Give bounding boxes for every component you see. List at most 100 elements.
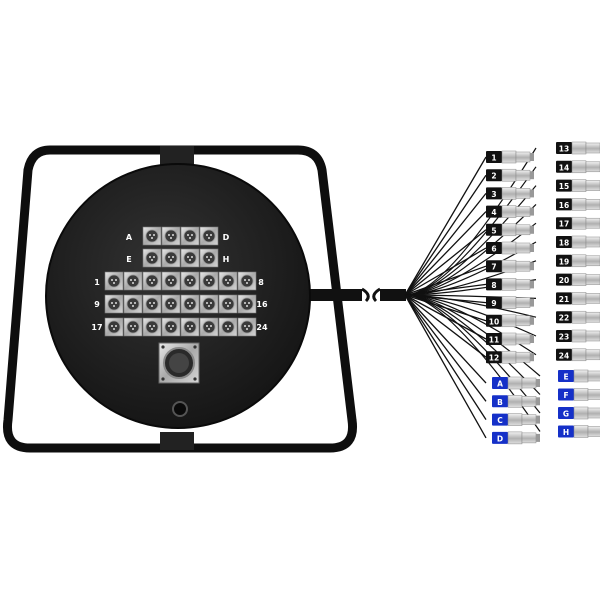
plug-label: E xyxy=(563,373,568,382)
xlr-jack xyxy=(180,226,200,246)
plug-label: 2 xyxy=(491,172,496,181)
xlr-jack xyxy=(218,317,238,337)
xlr-jack xyxy=(180,271,200,291)
xlr-plug: 18 xyxy=(556,235,600,249)
plug-label: F xyxy=(563,391,568,400)
xlr-plug: 20 xyxy=(556,273,600,286)
plug-label: 19 xyxy=(559,257,569,266)
plug-label: 22 xyxy=(559,314,569,323)
xlr-plug: 2 xyxy=(486,168,534,182)
plug-label: 7 xyxy=(491,263,496,272)
xlr-plug: 22 xyxy=(556,310,600,324)
xlr-jack xyxy=(161,317,181,337)
plug-label: 13 xyxy=(559,145,569,154)
xlr-jack xyxy=(104,317,124,337)
xlr-plug: 6 xyxy=(486,241,534,255)
xlr-jack xyxy=(199,317,219,337)
label-d: D xyxy=(223,233,230,242)
frame-bottom-clamp xyxy=(160,432,194,450)
xlr-jack xyxy=(142,294,162,314)
xlr-plug: 5 xyxy=(486,223,534,237)
plug-label: 23 xyxy=(559,333,569,342)
label-a: A xyxy=(126,233,133,242)
xlr-plug: 1 xyxy=(486,150,534,164)
reel-frame xyxy=(2,145,358,453)
xlr-plug: G xyxy=(558,406,600,420)
xlr-plug: 23 xyxy=(556,329,600,343)
xlr-plug: F xyxy=(558,388,600,401)
plug-label: 14 xyxy=(559,163,569,172)
plug-label: B xyxy=(497,398,503,407)
xlr-plug: 16 xyxy=(556,198,600,211)
xlr-jack xyxy=(199,226,219,246)
plug-label: 6 xyxy=(491,245,496,254)
trunk-cable xyxy=(300,287,406,303)
plug-label: 9 xyxy=(491,299,496,308)
xlr-plug: D xyxy=(492,431,540,445)
xlr-plug: 19 xyxy=(556,254,600,268)
multipin-connector xyxy=(158,342,200,384)
xlr-jack xyxy=(237,294,257,314)
xlr-jack xyxy=(161,226,181,246)
xlr-plug: 17 xyxy=(556,216,600,230)
xlr-jack xyxy=(123,317,143,337)
plug-label: 12 xyxy=(489,354,499,363)
plug-label: 4 xyxy=(491,208,496,217)
fanout-plugs: 123456789101112ABCD131415161718192021222… xyxy=(486,141,600,445)
plug-label: D xyxy=(497,434,503,443)
plug-label: C xyxy=(497,416,503,425)
label-row3-start: 17 xyxy=(91,323,102,332)
plug-label: 5 xyxy=(491,226,496,235)
plug-label: 15 xyxy=(559,182,569,191)
xlr-plug: 3 xyxy=(486,187,534,200)
label-h: H xyxy=(223,255,230,264)
xlr-jack xyxy=(180,294,200,314)
plug-label: A xyxy=(497,380,503,389)
xlr-jack xyxy=(237,317,257,337)
xlr-plug: E xyxy=(558,369,600,383)
xlr-jack xyxy=(161,271,181,291)
xlr-jack xyxy=(199,271,219,291)
plug-label: 3 xyxy=(491,190,496,199)
label-row3-end: 24 xyxy=(256,323,268,332)
xlr-jack xyxy=(104,294,124,314)
xlr-jack xyxy=(161,294,181,314)
plug-label: G xyxy=(563,410,569,419)
label-row1-end: 8 xyxy=(258,278,264,287)
xlr-plug: 8 xyxy=(486,278,534,291)
xlr-plug: 21 xyxy=(556,292,600,305)
xlr-jack xyxy=(104,271,124,291)
xlr-jack xyxy=(142,248,162,268)
xlr-plug: 7 xyxy=(486,259,534,273)
plug-label: 17 xyxy=(559,220,569,229)
label-row2-start: 9 xyxy=(94,300,100,309)
xlr-plug: 4 xyxy=(486,205,534,218)
xlr-jack xyxy=(180,317,200,337)
label-row2-end: 16 xyxy=(256,300,268,309)
xlr-jack xyxy=(142,226,162,246)
plug-label: 21 xyxy=(559,295,569,304)
xlr-plug: A xyxy=(492,376,540,390)
plug-label: 16 xyxy=(559,201,569,210)
xlr-jack xyxy=(180,248,200,268)
xlr-plug: H xyxy=(558,425,600,438)
xlr-jack xyxy=(237,271,257,291)
xlr-jack xyxy=(142,317,162,337)
xlr-jack xyxy=(142,271,162,291)
xlr-jack xyxy=(161,248,181,268)
plug-label: 1 xyxy=(491,154,496,163)
plug-label: 24 xyxy=(559,351,569,360)
plug-label: 18 xyxy=(559,239,569,248)
xlr-plug: 10 xyxy=(486,314,534,328)
label-row1-start: 1 xyxy=(94,278,100,287)
xlr-jack xyxy=(123,294,143,314)
xlr-plug: B xyxy=(492,395,540,408)
xlr-jack xyxy=(199,248,219,268)
xlr-jack xyxy=(199,294,219,314)
drum-hub xyxy=(172,401,188,417)
xlr-plug: C xyxy=(492,413,540,426)
xlr-jack xyxy=(218,271,238,291)
xlr-plug: 13 xyxy=(556,141,600,155)
